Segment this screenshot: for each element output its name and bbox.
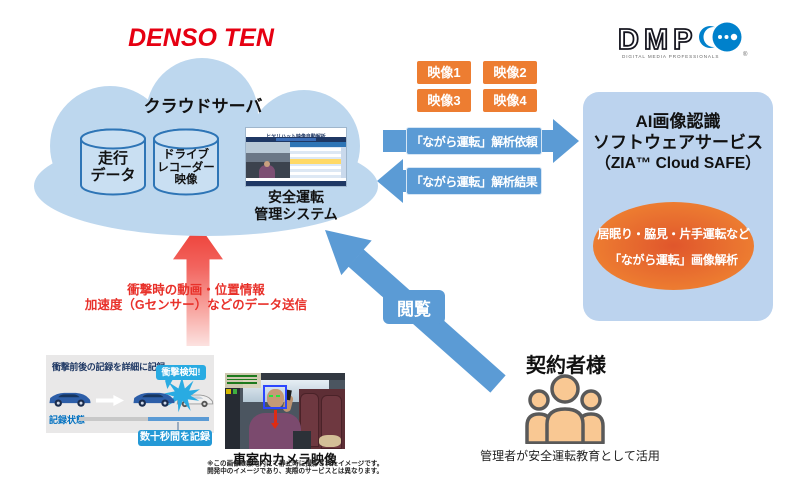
dmp-logo-caption: DIGITAL MEDIA PROFESSIONALS (622, 54, 719, 59)
dmp-registered-mark: ® (743, 51, 748, 58)
result-arrow-head (377, 159, 403, 203)
video-chip-1: 映像1 (417, 61, 471, 84)
request-arrow-label: 「ながら運転」解析依頼 (406, 127, 542, 155)
record-state-label: 記録状態 (49, 415, 86, 425)
people-group-icon (525, 374, 605, 444)
camera-caption: 車室内カメラ映像 (232, 452, 337, 467)
subscriber-title: 契約者様 (526, 355, 606, 377)
view-arrow-label: 閲覧 (383, 290, 445, 324)
record-duration-label: 数十秒間を記録 (138, 430, 212, 446)
cylinder-driving-data: 走行 データ (78, 127, 148, 197)
gaze-arrow (274, 410, 277, 424)
dashboard-highlight-row (290, 159, 346, 164)
car-icon-impact (133, 392, 175, 407)
dashboard-caption: 安全運転 管理システム (254, 189, 338, 222)
result-arrow-label: 「ながら運転」解析結果 (406, 167, 542, 195)
denso-ten-logo: DENSO TEN (128, 24, 274, 52)
upload-caption: 衝撃時の動画・位置情報 加速度（Gセンサー）などのデータ送信 (84, 283, 308, 312)
recorder-panel-title: 衝撃前後の記録を詳細に記録 (52, 362, 166, 372)
ai-service-box: AI画像認識 ソフトウェアサービス （ZIA™ Cloud SAFE） 居眠り・… (583, 92, 773, 321)
video-chip-2: 映像2 (483, 61, 537, 84)
record-timeline-bar (79, 417, 209, 421)
in-car-camera-photo (225, 373, 345, 449)
cylinder-recorder-video: ドライブ レコーダー 映像 (151, 127, 221, 197)
dashboard-thumbnail: ヒヤリハット映像自動解析 (245, 127, 347, 187)
record-timeline-tick (177, 422, 179, 430)
request-arrow-head (553, 119, 579, 163)
dashboard-window-title: ヒヤリハット映像自動解析 (266, 133, 326, 137)
face-detection-box (263, 385, 287, 409)
cylinder-label-line: 映像 (174, 174, 198, 187)
ai-analysis-ellipse: 居眠り・脇見・片手運転など 「ながら運転」画像解析 (593, 202, 754, 290)
impact-detected-bubble: 衝撃検知! (156, 365, 206, 380)
subscriber-caption: 管理者が安全運転教育として活用 (480, 449, 660, 463)
cylinder-label-line: 走行 (97, 150, 128, 168)
car-icon-before (49, 392, 91, 407)
dashboard-header-bar (246, 137, 346, 142)
dmp-logo-text: DMP (618, 24, 697, 56)
dmp-logo: DMP DIGITAL MEDIA PROFESSIONALS ® (616, 18, 756, 64)
cloud-title: クラウドサーバ (143, 97, 263, 116)
cylinder-label-line: ドライブ (163, 148, 209, 161)
sequence-arrow-icon (96, 395, 124, 406)
recorder-panel: 衝撃前後の記録を詳細に記録 衝撃検知! 記録状態 (46, 355, 214, 433)
cylinder-label-line: データ (90, 167, 136, 184)
record-timeline-active (148, 417, 209, 421)
video-chip-3: 映像3 (417, 89, 471, 112)
disclaimer-text: ※この画像は敷地内にて静止時に撮影されたイメージです。 開発中のイメージであり、… (207, 460, 384, 475)
dashboard-table-pane (290, 142, 346, 178)
ai-service-title: AI画像認識 ソフトウェアサービス （ZIA™ Cloud SAFE） (593, 112, 763, 172)
cylinder-shape (80, 128, 146, 196)
dmp-logo-graphic: DMP DIGITAL MEDIA PROFESSIONALS ® (617, 22, 748, 59)
cylinder-shape (153, 128, 219, 196)
dashboard-video-pane (246, 142, 290, 178)
video-chip-4: 映像4 (483, 89, 537, 112)
cylinder-label-line: レコーダー (157, 161, 215, 174)
telemetry-overlay (225, 373, 261, 388)
dashboard-footer-bar (246, 181, 346, 186)
